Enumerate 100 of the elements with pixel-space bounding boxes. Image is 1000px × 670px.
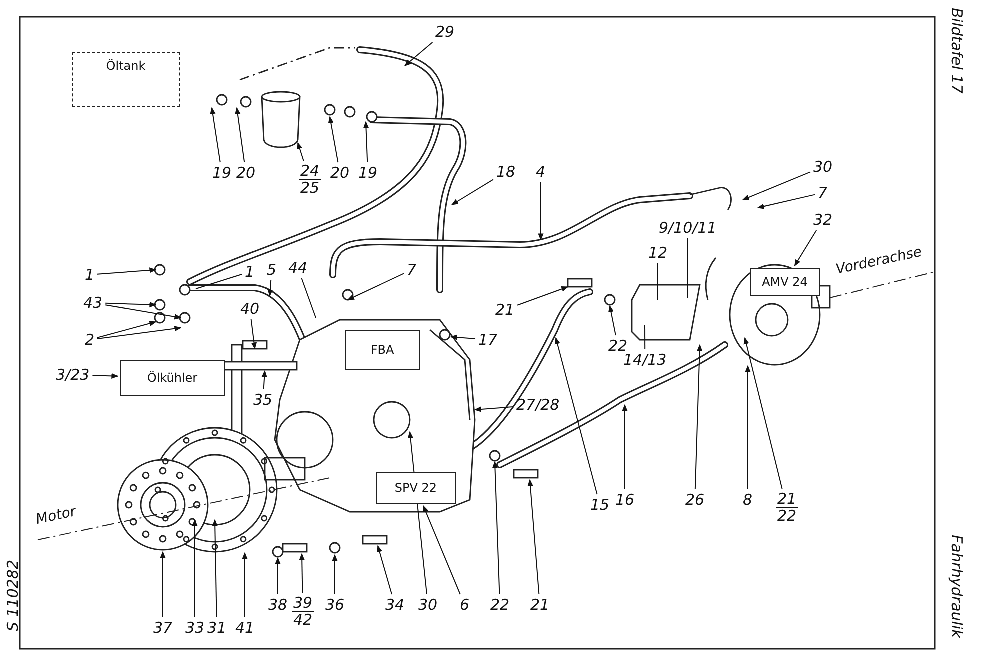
callout-number: 30 (418, 596, 439, 614)
callout-number: 38 (268, 596, 289, 614)
leader-line (242, 552, 248, 618)
leader-line (644, 324, 646, 350)
leader-line (212, 519, 218, 618)
callout-number: 41 (234, 620, 256, 636)
leader-line (554, 337, 598, 495)
callout-number: 32 (812, 212, 834, 228)
callout-number: 14/13 (622, 352, 668, 368)
leader-line (608, 305, 616, 336)
section-title: Fahrhydraulik (948, 535, 966, 638)
callout-number: 20 (236, 164, 257, 182)
leader-line (105, 302, 157, 308)
callout-number: 12 (648, 244, 669, 262)
leader-line (268, 280, 274, 297)
callout-number: 43 (82, 294, 104, 312)
oil-cooler-housing (120, 360, 225, 396)
leader-line (297, 142, 304, 162)
leader-line (745, 365, 751, 490)
callout-number: 36 (324, 596, 346, 614)
leader-line (97, 320, 157, 338)
callout-number: 33 (184, 620, 206, 636)
leader-line (210, 107, 221, 163)
part-label: Ölkühler (147, 371, 198, 385)
leader-line (363, 121, 370, 163)
leader-line (299, 553, 305, 594)
callout-number: 15 (590, 496, 611, 514)
valve-block (345, 330, 420, 370)
callout-number: 9/10/11 (658, 220, 718, 236)
part-label: AMV 24 (762, 275, 808, 289)
callout-number: 7 (817, 184, 829, 202)
leader-line (423, 505, 461, 595)
callout-number: 40 (240, 300, 261, 318)
callout-number: 31 (206, 620, 228, 636)
part-label: Öltank (106, 59, 146, 73)
leader-line (622, 404, 628, 490)
part-label: SPV 22 (394, 481, 438, 495)
axis-label: Motor (34, 504, 78, 528)
callout-number: 1 (84, 266, 96, 284)
leader-line (97, 326, 182, 340)
sheet-title: Bildtafel 17 (948, 8, 966, 94)
leader-line (160, 551, 166, 618)
part-label: FBA (370, 343, 394, 357)
leader-line (332, 554, 338, 595)
callout-number: 4 (535, 164, 547, 180)
callout-number: 21 (494, 302, 516, 318)
leader-line (492, 461, 500, 595)
leader-line (92, 373, 119, 379)
leader-line (474, 406, 514, 412)
callout-number: 16 (614, 492, 636, 508)
leader-line (404, 42, 434, 66)
leader-line (528, 479, 540, 595)
callout-number: 19 (358, 164, 379, 182)
leader-line (538, 182, 544, 241)
leader-line (275, 557, 281, 595)
leader-line (687, 238, 688, 298)
callout-number: 6 (459, 596, 471, 614)
callout-number: 3/23 (55, 366, 91, 384)
leader-line (301, 278, 316, 318)
leader-line (377, 545, 392, 595)
leader-line (250, 319, 257, 350)
leader-line (192, 519, 198, 618)
leader-line (235, 107, 246, 163)
callout-number: 29 (434, 24, 456, 40)
callout-number: 8 (742, 492, 754, 508)
callout-number: 26 (684, 492, 706, 508)
leader-line (757, 194, 816, 210)
callout-number: 20 (330, 164, 351, 182)
leader-line (408, 431, 428, 595)
leader-line (517, 286, 569, 306)
leader-line (196, 274, 242, 290)
callout-number: 17 (478, 332, 499, 348)
leader-line (450, 334, 476, 340)
leader-line (262, 370, 268, 390)
leader-line (742, 172, 811, 200)
leader-line (794, 230, 818, 267)
callout-number: 18 (496, 164, 517, 180)
drawing-number: S 110282 (4, 560, 22, 632)
leader-line (451, 179, 494, 206)
callout-number: 35 (252, 392, 274, 408)
leader-line (328, 116, 339, 163)
callout-number: 22 (608, 338, 629, 354)
callout-number: 21 (530, 596, 551, 614)
leader-line (97, 268, 157, 275)
leader-line (694, 344, 703, 490)
callout-number: 5 (266, 262, 278, 278)
callout-number: 19 (212, 164, 233, 182)
callout-number: 1 (244, 264, 256, 280)
callout-number: 22 (490, 596, 511, 614)
oil-tank-outline (72, 52, 180, 107)
callout-number: 27/28 (516, 396, 561, 414)
callout-number: 30 (812, 158, 834, 176)
callout-number: 37 (152, 620, 174, 636)
leader-line (744, 337, 783, 490)
callout-number: 34 (384, 596, 406, 614)
pump-housing (376, 472, 456, 504)
leader-line (105, 304, 182, 320)
callout-number: 2 (84, 332, 96, 348)
callout-number: 7 (406, 262, 418, 278)
leader-line (347, 273, 404, 300)
